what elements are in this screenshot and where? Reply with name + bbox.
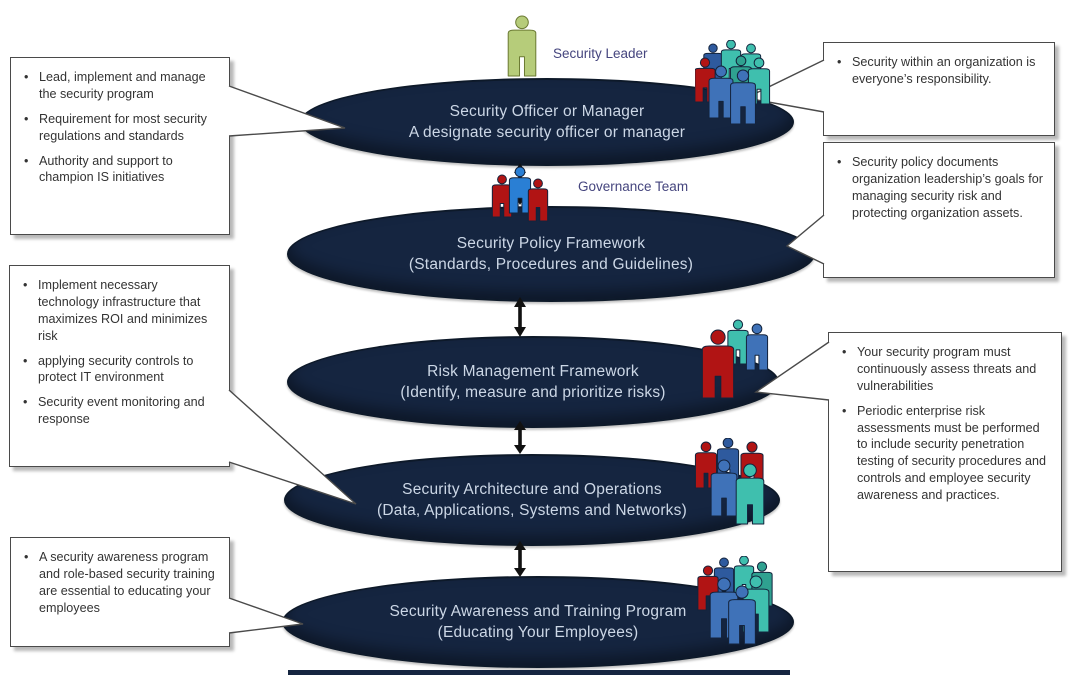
level-subtitle: A designate security officer or manager: [408, 124, 686, 141]
level-subtitle: (Educating Your Employees): [437, 624, 639, 641]
callout-bullet: Requirement for most security regulation…: [15, 111, 221, 145]
governance-team-label: Governance Team: [578, 179, 689, 194]
bottom-bar: [288, 670, 790, 675]
callout-security-officer: Lead, implement and manage the security …: [10, 57, 230, 235]
security-leader-label: Security Leader: [553, 46, 648, 61]
people-group-icon: [701, 319, 769, 399]
callout-bullet: Implement necessary technology infrastru…: [14, 277, 221, 345]
security-leader-person-icon: [507, 15, 537, 77]
callout-responsibility: Security within an organization is every…: [823, 42, 1055, 136]
callout-bullet: Authority and support to champion IS ini…: [15, 153, 221, 187]
level-title: Security Officer or Manager: [449, 102, 645, 120]
level-title: Security Policy Framework: [456, 234, 646, 252]
people-group-icon: [695, 40, 771, 125]
double-arrow-icon: [514, 297, 526, 337]
people-group-icon: [491, 166, 549, 222]
callout-bullet: Security within an organization is every…: [828, 54, 1046, 88]
callout-bullet: Your security program must continuously …: [833, 344, 1053, 395]
level-subtitle: (Data, Applications, Systems and Network…: [377, 502, 687, 519]
callout-bullet: Periodic enterprise risk assessments mus…: [833, 403, 1053, 504]
callout-bullet: applying security controls to protect IT…: [14, 353, 221, 387]
callout-bullet: Security policy documents organization l…: [828, 154, 1046, 222]
callout-awareness: A security awareness program and role-ba…: [10, 537, 230, 647]
level-risk-management: Risk Management Framework (Identify, mea…: [287, 336, 779, 428]
level-subtitle: (Standards, Procedures and Guidelines): [408, 256, 694, 273]
callout-risk: Your security program must continuously …: [828, 332, 1062, 572]
level-subtitle: (Identify, measure and prioritize risks): [400, 384, 666, 401]
double-arrow-icon: [514, 421, 526, 454]
callout-policy: Security policy documents organization l…: [823, 142, 1055, 278]
callout-architecture: Implement necessary technology infrastru…: [9, 265, 230, 467]
callout-bullet: A security awareness program and role-ba…: [15, 549, 221, 617]
level-title: Security Architecture and Operations: [402, 480, 662, 498]
level-title: Risk Management Framework: [427, 362, 639, 380]
people-group-icon: [697, 556, 773, 645]
level-title: Security Awareness and Training Program: [389, 602, 687, 620]
people-group-icon: [694, 438, 765, 525]
callout-bullet: Lead, implement and manage the security …: [15, 69, 221, 103]
double-arrow-icon: [514, 541, 526, 577]
callout-bullet: Security event monitoring and response: [14, 394, 221, 428]
